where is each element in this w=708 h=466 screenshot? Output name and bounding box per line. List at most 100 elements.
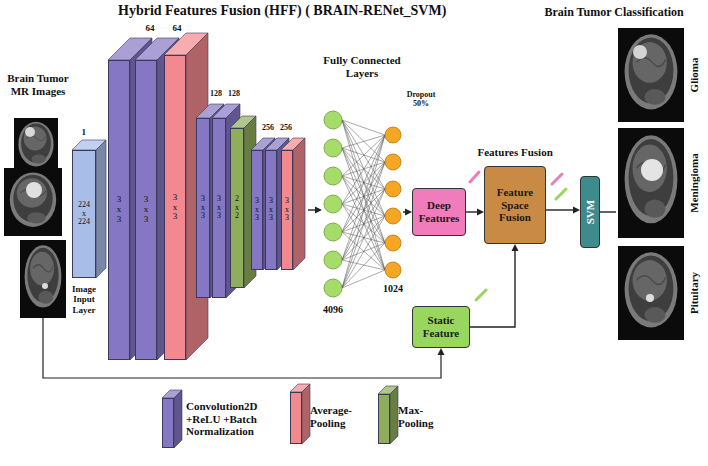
- conv-layer: 3 x 3: [108, 60, 130, 360]
- fc-link: [342, 204, 385, 270]
- node-text: SVM: [584, 200, 596, 224]
- avgpool-layer: 3 x 3: [281, 150, 293, 270]
- label-text: Pituitary: [688, 272, 701, 314]
- fc-link: [342, 176, 385, 189]
- conv-layer: 3 x 3: [265, 150, 277, 270]
- fc-link: [342, 148, 385, 243]
- avgpool-layer: 3 x 3: [164, 55, 186, 360]
- tumor-spot: [641, 159, 663, 181]
- fc-neuron: [324, 223, 342, 241]
- accent-stroke: [556, 189, 566, 199]
- diagram-title: Hybrid Features Fusion (HFF) ( BRAIN-REN…: [118, 3, 446, 19]
- tumor-spot: [633, 45, 647, 59]
- label-text: 64: [146, 23, 155, 33]
- fc-link: [342, 162, 385, 288]
- fc-link: [342, 189, 385, 288]
- conv-layer: 3 x 3: [196, 118, 210, 298]
- conv-layer: 3 x 3: [135, 60, 157, 360]
- swatch-side: [302, 384, 310, 444]
- label-text: 64: [173, 23, 182, 33]
- block-side: [293, 138, 305, 270]
- swatch-side: [174, 390, 182, 448]
- input-layer: 224 x 224: [72, 150, 96, 278]
- mri-image: [4, 168, 62, 236]
- accent-stroke: [476, 290, 486, 300]
- fc-neuron: [385, 235, 401, 251]
- fc-neuron: [385, 127, 401, 143]
- fc-link: [342, 189, 385, 204]
- fc-link: [342, 135, 385, 232]
- label-text: Dropout 50%: [401, 90, 441, 108]
- arrow-head: [438, 348, 445, 355]
- fc-link: [342, 135, 385, 288]
- label-text: 128: [210, 89, 222, 98]
- connector-line: [308, 209, 316, 210]
- legend-text: Average-Pooling: [310, 404, 374, 429]
- fc-link: [342, 176, 385, 243]
- legend-swatch: [290, 392, 302, 444]
- fc-neuron: [385, 262, 401, 278]
- arrow-head: [477, 209, 484, 216]
- process-box: Deep Features: [412, 188, 466, 236]
- fc-link: [342, 120, 385, 216]
- fc-neuron: [324, 279, 342, 297]
- fc-link: [342, 135, 385, 148]
- node-text: Static Feature: [416, 314, 466, 339]
- connector-line: [466, 211, 478, 212]
- fc-neuron: [324, 167, 342, 185]
- node-text: 3 x 3: [255, 197, 259, 223]
- output-line: [600, 211, 616, 212]
- arrow-head: [315, 207, 322, 214]
- label-text: 128: [228, 89, 240, 98]
- node-text: 3 x 3: [269, 197, 273, 223]
- maxpool-layer: 2 x 2: [230, 128, 244, 288]
- node-text: 3 x 3: [285, 197, 289, 223]
- fc-neuron: [385, 154, 401, 170]
- fc-link: [342, 270, 385, 288]
- flow-arrow: [470, 244, 519, 327]
- node-text: 3 x 3: [217, 195, 221, 221]
- tumor-spot: [42, 283, 48, 289]
- arrow-head: [405, 209, 412, 216]
- fc-link: [342, 162, 385, 176]
- fc-link: [342, 135, 385, 260]
- label-text: Features Fusion: [478, 146, 553, 159]
- swatch-side: [390, 386, 398, 444]
- arrow-head: [573, 207, 580, 214]
- tumor-spot: [26, 182, 42, 198]
- connector-line: [470, 250, 515, 327]
- node-text: 2 x 2: [235, 195, 239, 221]
- fc-link: [342, 243, 385, 288]
- node-text: 3 x 3: [201, 195, 205, 221]
- arrow-head: [512, 244, 519, 251]
- label-text: Brain Tumor Classification: [545, 6, 684, 20]
- fc-neuron: [324, 195, 342, 213]
- class-image: [618, 128, 684, 238]
- block-side: [96, 140, 106, 278]
- legend-swatch: [378, 394, 390, 444]
- fc-link: [342, 120, 385, 270]
- node-text: 224 x 224: [78, 201, 90, 227]
- mri-image: [20, 240, 66, 318]
- flow-arrow: [466, 209, 484, 216]
- node-text: 3 x 3: [144, 195, 149, 225]
- fc-neuron: [324, 111, 342, 129]
- label-text: Brain Tumor MR Images: [5, 72, 71, 97]
- fc-link: [342, 176, 385, 270]
- mri-image: [14, 118, 58, 174]
- label-text: 4096: [323, 304, 343, 316]
- node-text: 3 x 3: [117, 195, 122, 225]
- flow-arrow: [546, 207, 580, 214]
- node-text: Deep Features: [416, 199, 462, 224]
- conv-layer: 3 x 3: [251, 150, 263, 270]
- legend-text: Max-Pooling: [398, 404, 458, 429]
- fc-neuron: [324, 251, 342, 269]
- connector-line: [546, 209, 574, 210]
- node-text: 3 x 3: [173, 193, 178, 223]
- fc-link: [342, 135, 385, 204]
- class-image: [618, 246, 684, 340]
- label-text: 1: [82, 127, 87, 137]
- fc-neuron: [385, 208, 401, 224]
- label-text: Image Input Layer: [68, 284, 100, 315]
